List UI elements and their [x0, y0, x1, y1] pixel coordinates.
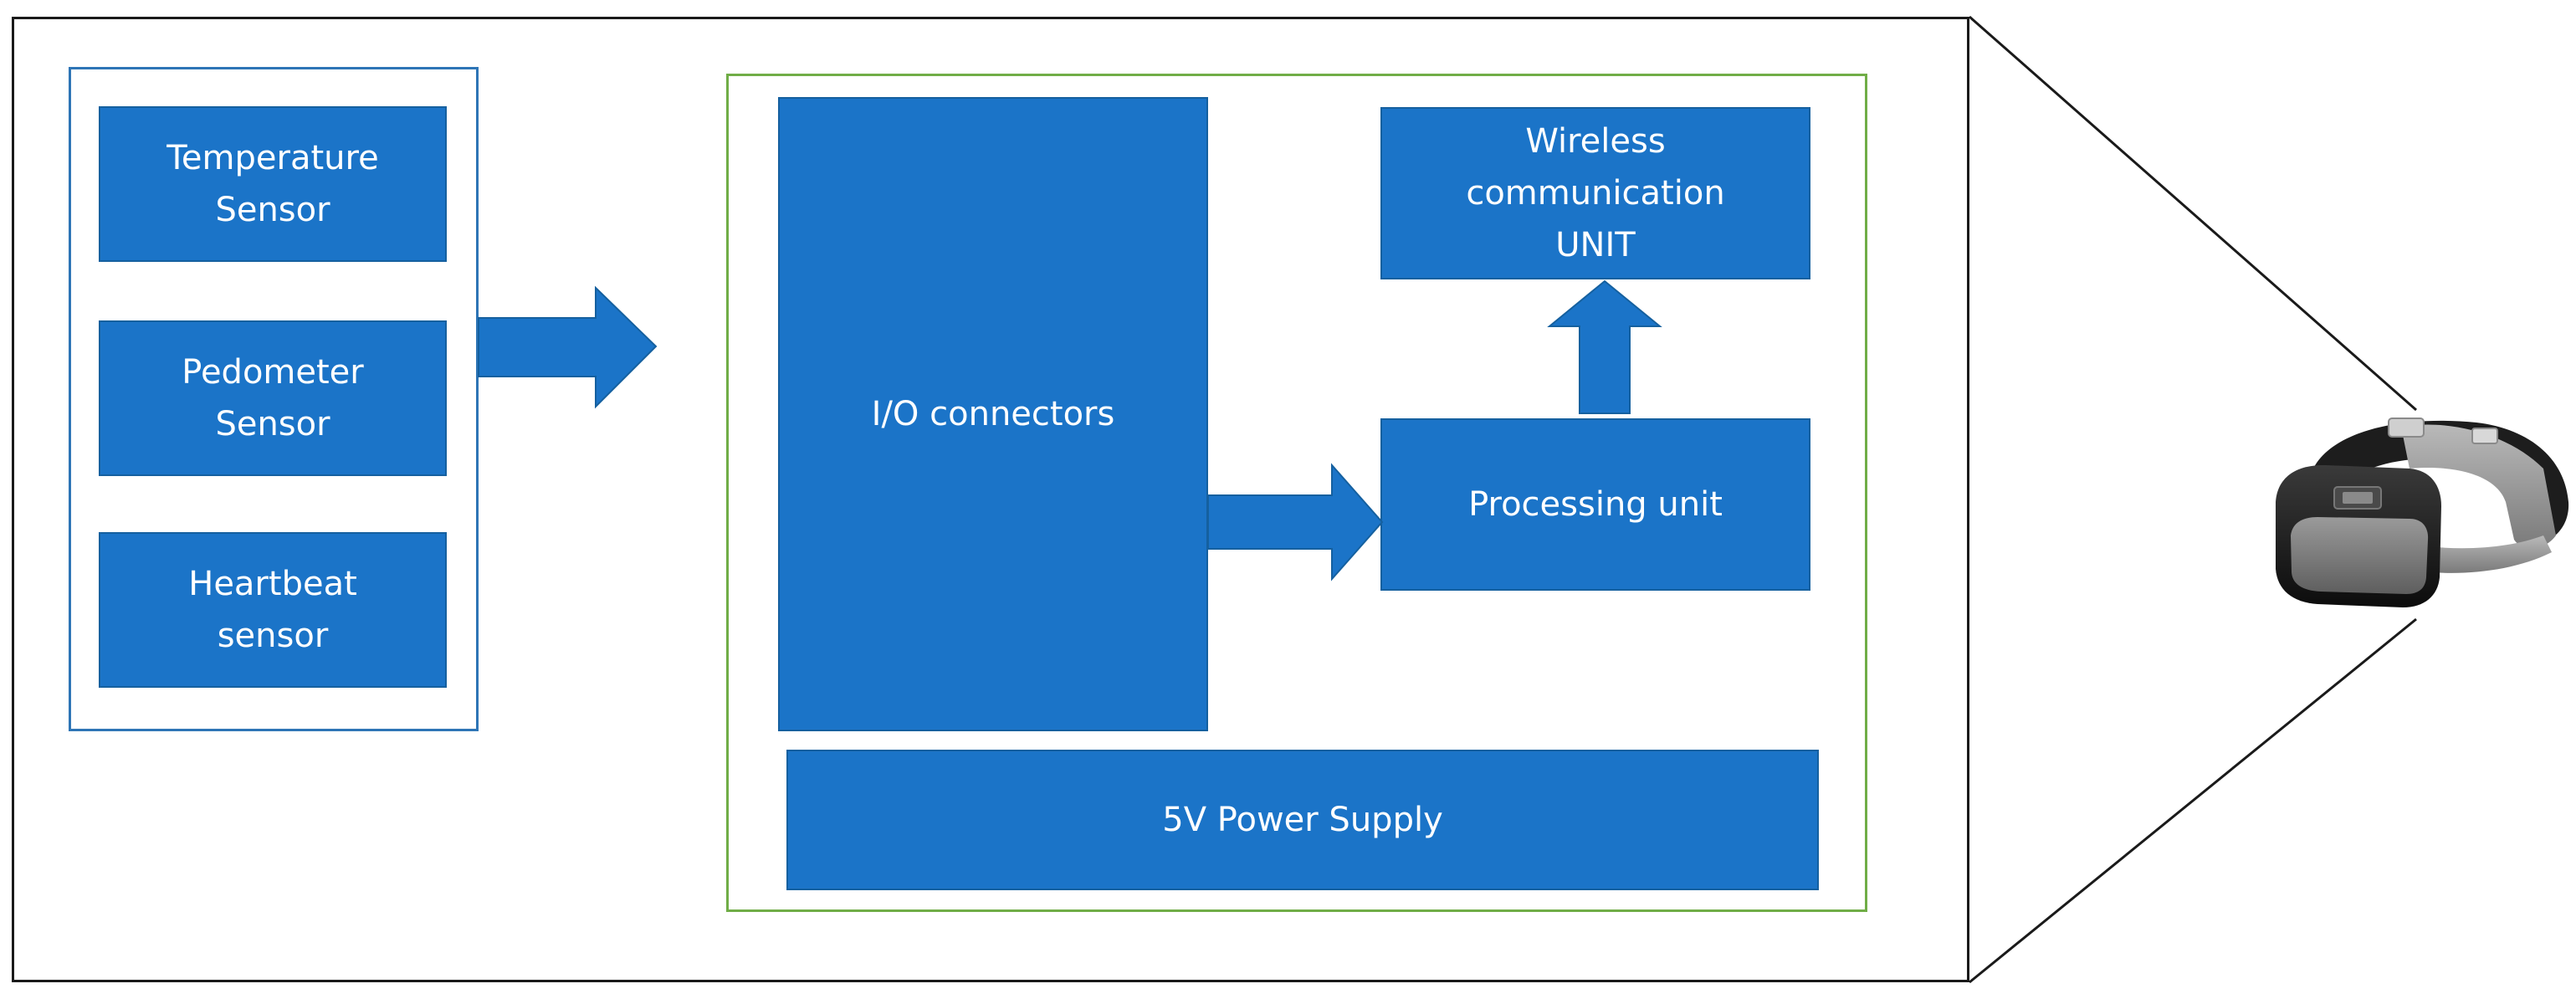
heartbeat-sensor-label-line1: Heartbeat	[188, 565, 357, 603]
power-supply-block: 5V Power Supply	[786, 750, 1819, 890]
temperature-sensor-block: Temperature Sensor	[99, 106, 447, 262]
sensor-group	[69, 67, 479, 731]
processing-unit-label: Processing unit	[1468, 485, 1723, 524]
pedometer-sensor-label-line2: Sensor	[215, 405, 330, 443]
power-supply-label: 5V Power Supply	[1162, 801, 1443, 839]
heartbeat-sensor-label-line2: sensor	[217, 617, 329, 655]
pedometer-sensor-block: Pedometer Sensor	[99, 320, 447, 476]
temperature-sensor-label-line2: Sensor	[215, 191, 330, 229]
wireless-unit-label-line3: UNIT	[1555, 226, 1636, 264]
arrow-io-to-processing	[1207, 463, 1384, 581]
zoom-line-top	[1969, 15, 2417, 412]
arrow-sensors-to-controller	[478, 285, 658, 409]
arrow-processing-to-wireless	[1547, 279, 1662, 414]
zoom-line-bottom	[1969, 617, 2417, 984]
io-connectors-block: I/O connectors	[778, 97, 1208, 731]
processing-unit-block: Processing unit	[1380, 418, 1810, 591]
temperature-sensor-label-line1: Temperature	[166, 139, 379, 177]
io-connectors-label: I/O connectors	[871, 395, 1115, 433]
wireless-unit-label-line1: Wireless	[1525, 122, 1666, 161]
pedometer-sensor-label-line1: Pedometer	[182, 353, 364, 392]
wireless-unit-label-line2: communication	[1466, 174, 1725, 213]
controller-group	[726, 74, 1867, 912]
wireless-unit-block: Wireless communication UNIT	[1380, 107, 1810, 279]
heartbeat-sensor-block: Heartbeat sensor	[99, 532, 447, 688]
